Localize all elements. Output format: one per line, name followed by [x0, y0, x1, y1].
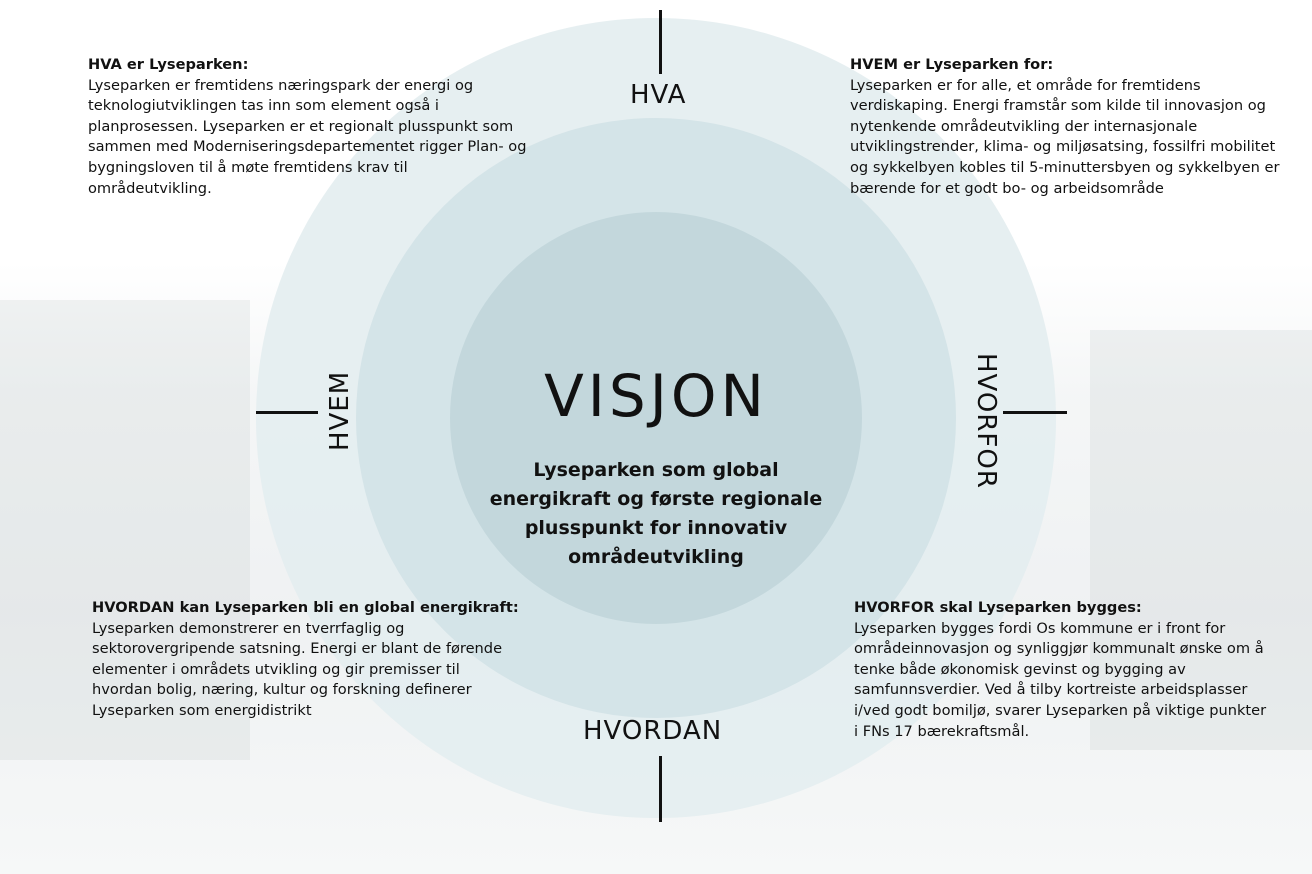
block-top-right: HVEM er Lyseparken for: Lyseparken er fo…: [850, 55, 1280, 199]
top-tick-line: [659, 10, 662, 74]
block-body: Lyseparken demonstrerer en tverrfaglig o…: [92, 619, 503, 719]
center-subtitle: Lyseparken som global energikraft og før…: [489, 459, 823, 568]
block-body: Lyseparken er fremtidens næringspark der…: [88, 76, 527, 197]
right-tick-line: [1003, 411, 1067, 414]
block-top-left: HVA er Lyseparken: Lyseparken er fremtid…: [88, 55, 528, 199]
block-body: Lyseparken er for alle, et område for fr…: [850, 76, 1280, 197]
background-building: [1090, 330, 1312, 750]
left-tick-line: [256, 411, 318, 414]
block-bottom-right: HVORFOR skal Lyseparken bygges: Lysepark…: [854, 598, 1274, 742]
block-heading: HVA er Lyseparken:: [88, 56, 249, 73]
block-body: Lyseparken bygges fordi Os kommune er i …: [854, 619, 1267, 740]
center-title: VISJON: [544, 362, 768, 430]
block-bottom-left: HVORDAN kan Lyseparken bli en global ene…: [92, 598, 522, 722]
block-heading: HVEM er Lyseparken for:: [850, 56, 1054, 73]
ring-label-top: HVA: [630, 80, 687, 110]
bottom-tick-line: [659, 756, 662, 822]
block-heading: HVORFOR skal Lyseparken bygges:: [854, 599, 1142, 616]
ring-label-right: HVORFOR: [971, 353, 1001, 489]
ring-label-bottom: HVORDAN: [583, 716, 723, 746]
ring-label-left: HVEM: [325, 370, 355, 451]
block-heading: HVORDAN kan Lyseparken bli en global ene…: [92, 599, 519, 616]
inner-circle: [450, 212, 862, 624]
background-building: [0, 300, 250, 760]
